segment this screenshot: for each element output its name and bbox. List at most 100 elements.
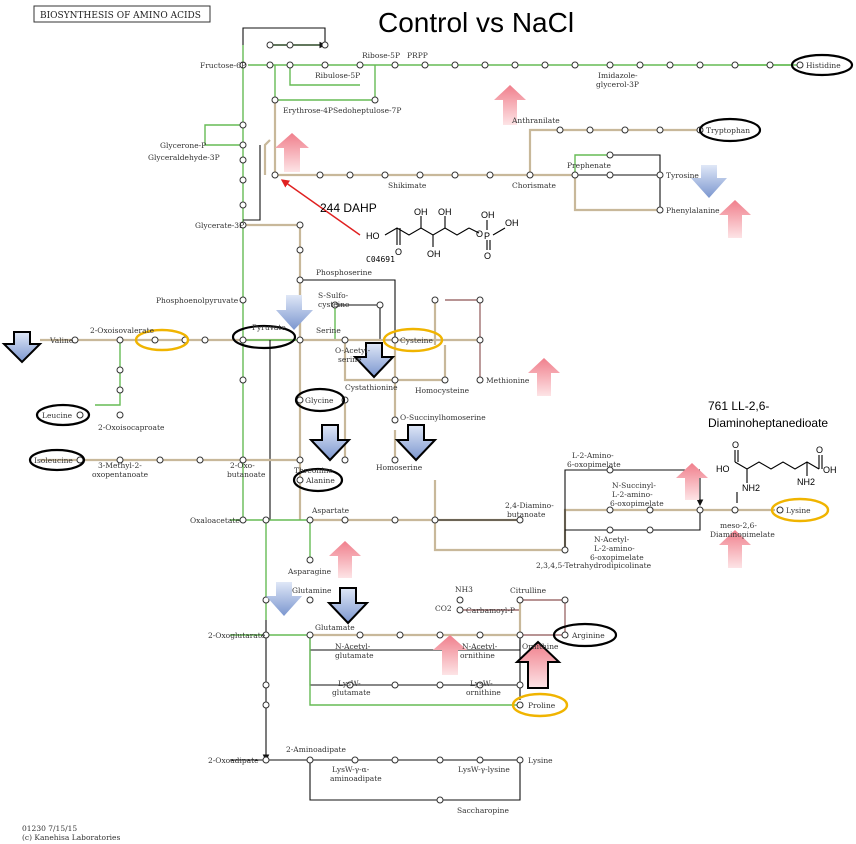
- metabolite-label: Proline: [528, 701, 556, 710]
- dahp-annotation: 244 DAHP HO O OH OH OH O P OH O OH C0469…: [320, 201, 519, 264]
- metabolite-label: Oxaloacetate: [190, 516, 240, 525]
- down-arrow: [276, 295, 313, 330]
- metabolite-label: butanoate: [507, 510, 546, 519]
- metabolite-label: Phosphoserine: [316, 268, 372, 277]
- down-arrow: [691, 165, 727, 198]
- down-arrow: [1, 331, 43, 364]
- metabolite-label: O: [732, 440, 739, 450]
- metabolite-label: N-Acetyl-: [594, 535, 630, 544]
- up-arrows: [275, 85, 751, 689]
- metabolite-label: NH3: [455, 585, 473, 594]
- metabolite-label: Prephenate: [567, 161, 611, 170]
- metabolite-label: Homoserine: [376, 463, 423, 472]
- metabolite-label: NH2: [742, 483, 760, 493]
- metabolite-label: 3-Methyl-2-: [98, 461, 142, 470]
- metabolite-label: LysW-: [338, 679, 361, 688]
- up-arrow: [329, 541, 361, 578]
- metabolite-label: Glutamate: [315, 623, 355, 632]
- dahp-label: 244 DAHP: [320, 201, 377, 215]
- metabolite-label: LysW-γ-lysine: [458, 765, 510, 774]
- metabolite-label: OH: [505, 218, 519, 228]
- metabolite-label: NH2: [797, 477, 815, 487]
- metabolite-label: N-Succinyl-: [612, 481, 656, 490]
- metabolite-label: 2-Oxo-: [230, 461, 255, 470]
- metabolite-label: glutamate: [335, 651, 374, 660]
- pathway-nodes: [71, 41, 804, 804]
- box-title: BIOSYNTHESIS OF AMINO ACIDS: [40, 11, 201, 21]
- metabolite-label: 2-Oxoisovalerate: [90, 326, 155, 335]
- metabolite-label: Tryptophan: [706, 126, 750, 135]
- metabolite-label: Ribulose-5P: [315, 71, 360, 80]
- metabolite-label: Asparagine: [287, 567, 332, 576]
- metabolite-label: Ribose-5P: [362, 51, 400, 60]
- metabolite-label: PRPP: [407, 51, 428, 60]
- up-arrow: [494, 85, 526, 125]
- metabolite-label: O: [395, 247, 402, 257]
- metabolite-label: 2-Aminoadipate: [286, 745, 347, 754]
- metabolite-label: Lysine: [528, 756, 553, 765]
- metabolite-label: ornithine: [460, 651, 495, 660]
- main-title: Control vs NaCl: [378, 7, 574, 38]
- metabolite-label: Phenylalanine: [666, 206, 720, 215]
- up-arrow: [676, 463, 708, 500]
- metabolite-label: Pyruvate: [252, 323, 286, 332]
- metabolite-label: OH: [481, 210, 495, 220]
- metabolite-label: Glyceraldehyde-3P: [148, 153, 220, 162]
- metabolite-label: serine: [338, 355, 362, 364]
- metabolite-label: O-Succinylhomoserine: [400, 413, 486, 422]
- metabolite-label: OH: [823, 465, 837, 475]
- up-arrow: [528, 358, 560, 396]
- down-arrows: [1, 165, 727, 625]
- metabolite-label: Ornithine: [522, 642, 559, 651]
- metabolite-label: L-2-amino-: [612, 490, 653, 499]
- metabolite-label: HO: [366, 231, 380, 241]
- metabolite-label: Glycine: [305, 396, 334, 405]
- metabolite-label: 2-Oxoglutarate: [208, 631, 266, 640]
- metabolite-label: Leucine: [42, 411, 73, 420]
- metabolite-label: butanoate: [227, 470, 266, 479]
- metabolite-label: L-2-Amino-: [572, 451, 614, 460]
- metabolite-label: 2-Oxoadipate: [208, 756, 259, 765]
- metabolite-label: Cysteine: [400, 336, 434, 345]
- metabolite-label: Shikimate: [388, 181, 427, 190]
- metabolite-label: P: [484, 231, 490, 241]
- metabolite-label: LysW-γ-α-: [332, 765, 370, 774]
- metabolite-label: glutamate: [332, 688, 371, 697]
- metabolite-label: N-Acetyl-: [462, 642, 498, 651]
- metabolite-label: Glycerone-P: [160, 141, 206, 150]
- up-arrow: [275, 133, 309, 172]
- metabolite-label: O: [816, 445, 823, 455]
- metabolite-label: Glycerate-3P: [195, 221, 244, 230]
- metabolite-label: Homocysteine: [415, 386, 470, 395]
- metabolite-label: glycerol-3P: [596, 80, 639, 89]
- dahp-code: C04691: [366, 255, 395, 264]
- metabolite-label: Aspartate: [311, 506, 350, 515]
- metabolite-label: Fructose-6P: [200, 61, 246, 70]
- metabolite-label: OH: [414, 207, 428, 217]
- highlight-ovals: [28, 53, 854, 718]
- metabolite-label: Citrulline: [510, 586, 547, 595]
- metabolite-label: Histidine: [806, 61, 841, 70]
- metabolite-label: Carbamoyl-P: [466, 606, 515, 615]
- down-arrow: [352, 342, 396, 379]
- metabolite-label: Glutamine: [292, 586, 332, 595]
- metabolite-label: L-2-amino-: [594, 544, 635, 553]
- metabolite-label: Erythrose-4P: [283, 106, 333, 115]
- metabolite-label: meso-2,6-: [720, 521, 757, 530]
- metabolite-label: 6-oxopimelate: [610, 499, 664, 508]
- metabolite-label: Sedoheptulose-7P: [333, 106, 401, 115]
- title-box: [33, 5, 211, 23]
- metabolite-label: O: [476, 229, 483, 239]
- dahp-structure: [384, 216, 506, 250]
- metabolite-label: Phosphoenolpyruvate: [156, 296, 239, 305]
- footer-copyright: (c) Kanehisa Laboratories: [22, 833, 120, 842]
- metabolite-label: Saccharopine: [457, 806, 509, 815]
- up-arrow: [719, 530, 751, 568]
- metabolite-labels: Fructose-6P Ribulose-5P Ribose-5P PRPP I…: [34, 51, 841, 815]
- metabolite-label: ornithine: [466, 688, 501, 697]
- metabolite-label: N-Acetyl-: [335, 642, 371, 651]
- footer-code: 01230 7/15/15: [22, 824, 77, 833]
- metabolite-label: O-Acetyl-: [335, 346, 371, 355]
- metabolite-label: Alanine: [305, 476, 335, 485]
- down-arrow: [394, 424, 438, 462]
